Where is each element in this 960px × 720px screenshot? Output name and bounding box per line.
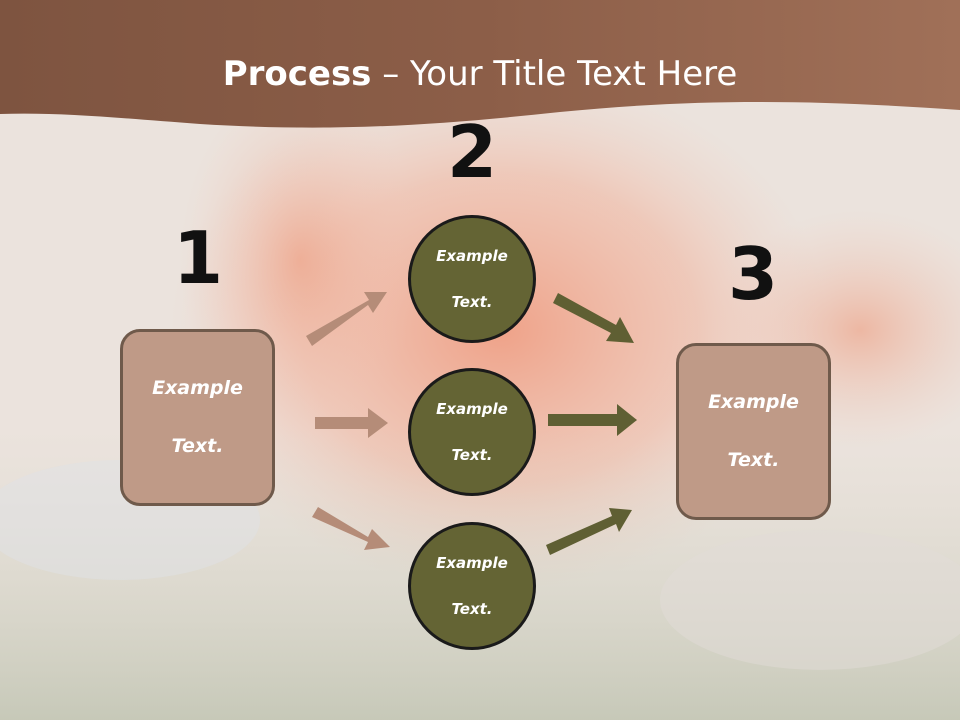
circle-1-text-line2: Text.	[451, 292, 493, 311]
arrow-from-circle-2	[548, 404, 637, 436]
circle-1-text-line1: Example	[436, 246, 508, 265]
arrow-to-circle-2	[315, 408, 388, 438]
title-bold: Process	[222, 54, 372, 94]
step-3-text-line1: Example	[708, 391, 799, 413]
arrow-from-circle-1	[553, 293, 634, 343]
circle-2-text-line1: Example	[436, 399, 508, 418]
step-number-1: 1	[172, 216, 224, 300]
arrow-to-circle-3	[312, 507, 390, 550]
step-number-2: 2	[446, 110, 498, 194]
step-1-text-line2: Text.	[171, 435, 224, 457]
circle-3-text-line2: Text.	[451, 599, 493, 618]
step-3-text-line2: Text.	[727, 449, 780, 471]
circle-3-text-line1: Example	[436, 553, 508, 572]
step-1-text-line1: Example	[152, 377, 243, 399]
slide-title: Process – Your Title Text Here	[0, 52, 960, 96]
title-rest: – Your Title Text Here	[371, 54, 738, 94]
circle-2-text-line2: Text.	[451, 445, 493, 464]
step-number-3: 3	[727, 232, 779, 316]
arrow-from-circle-3	[546, 508, 632, 555]
arrow-to-circle-1	[306, 292, 387, 346]
